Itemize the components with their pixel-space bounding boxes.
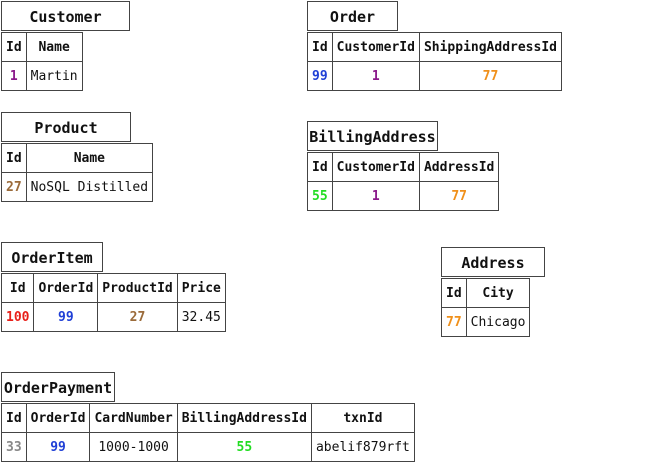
billingaddress-grid: Id CustomerId AddressId 55 1 77 (307, 152, 500, 211)
table-row: 33 99 1000-1000 55 abelif879rft (1, 432, 415, 462)
column-header: Price (176, 273, 226, 303)
column-header: Name (25, 32, 83, 62)
column-header: Id (1, 32, 27, 62)
table-row: 1 Martin (1, 61, 83, 91)
column-header: txnId (310, 403, 415, 433)
column-header: Id (307, 152, 333, 182)
table-header-row: Id OrderId ProductId Price (0, 273, 226, 303)
column-header: Id (441, 278, 467, 308)
column-header: CardNumber (89, 403, 178, 433)
table-header-row: Id City (441, 278, 531, 308)
address-grid: Id City 77 Chicago (441, 278, 531, 337)
orderitem-grid: Id OrderId ProductId Price 100 99 27 32.… (0, 273, 226, 332)
billingaddress-table-title: BillingAddress (307, 121, 438, 151)
column-header: AddressId (418, 152, 500, 182)
table-header-row: Id OrderId CardNumber BillingAddressId t… (1, 403, 415, 433)
orderitem-id-cell: 100 (0, 302, 35, 332)
payment-orderid-cell: 99 (25, 432, 91, 462)
column-header: Id (1, 403, 27, 433)
table-row: 27 NoSQL Distilled (1, 172, 154, 202)
table-row: 55 1 77 (307, 181, 500, 211)
column-header: CustomerId (331, 32, 420, 62)
product-id-cell: 27 (1, 172, 27, 202)
orderitem-table-title: OrderItem (1, 242, 103, 272)
table-row: 77 Chicago (441, 307, 531, 337)
column-header: Name (25, 143, 154, 173)
orderitem-productid-cell: 27 (97, 302, 178, 332)
order-shippingaddressid-cell: 77 (418, 61, 563, 91)
orderitem-orderid-cell: 99 (33, 302, 99, 332)
order-table-title: Order (307, 1, 398, 31)
column-header: OrderId (25, 403, 91, 433)
product-name-cell: NoSQL Distilled (25, 172, 154, 202)
customer-name-cell: Martin (25, 61, 83, 91)
table-header-row: Id CustomerId ShippingAddressId (307, 32, 563, 62)
product-table-title: Product (1, 112, 131, 142)
order-id-cell: 99 (307, 61, 333, 91)
column-header: CustomerId (331, 152, 420, 182)
order-grid: Id CustomerId ShippingAddressId 99 1 77 (307, 32, 563, 91)
product-grid: Id Name 27 NoSQL Distilled (1, 143, 154, 202)
order-customerid-cell: 1 (331, 61, 420, 91)
column-header: ProductId (97, 273, 178, 303)
address-city-cell: Chicago (465, 307, 531, 337)
column-header: Id (1, 143, 27, 173)
address-table-title: Address (441, 247, 545, 277)
billing-id-cell: 55 (307, 181, 333, 211)
column-header: Id (307, 32, 333, 62)
payment-id-cell: 33 (1, 432, 27, 462)
orderpayment-table-title: OrderPayment (1, 372, 115, 402)
orderpayment-grid: Id OrderId CardNumber BillingAddressId t… (1, 403, 415, 462)
column-header: OrderId (33, 273, 99, 303)
customer-table-title: Customer (1, 1, 130, 31)
column-header: ShippingAddressId (418, 32, 563, 62)
table-header-row: Id Name (1, 32, 83, 62)
payment-billingaddressid-cell: 55 (176, 432, 312, 462)
table-header-row: Id CustomerId AddressId (307, 152, 500, 182)
column-header: City (465, 278, 531, 308)
orderitem-price-cell: 32.45 (176, 302, 226, 332)
address-id-cell: 77 (441, 307, 467, 337)
payment-cardnumber-cell: 1000-1000 (89, 432, 178, 462)
payment-txnid-cell: abelif879rft (310, 432, 415, 462)
table-row: 99 1 77 (307, 61, 563, 91)
billing-customerid-cell: 1 (331, 181, 420, 211)
customer-grid: Id Name 1 Martin (1, 32, 83, 91)
table-header-row: Id Name (1, 143, 154, 173)
table-row: 100 99 27 32.45 (0, 302, 226, 332)
billing-addressid-cell: 77 (418, 181, 500, 211)
column-header: Id (0, 273, 35, 303)
customer-id-cell: 1 (1, 61, 27, 91)
column-header: BillingAddressId (176, 403, 312, 433)
